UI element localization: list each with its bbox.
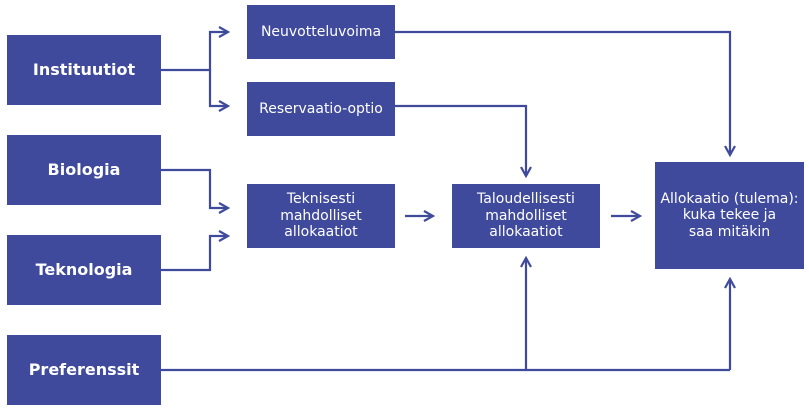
reservaatio-optio-box-bg xyxy=(247,82,395,136)
allokaatio-line-1: Allokaatio (tulema): xyxy=(660,190,799,207)
reservaatio-optio-box: Reservaatio-optio xyxy=(247,82,395,136)
neuvotteluvoima-box-bg xyxy=(247,5,395,59)
connector-layer xyxy=(161,30,730,372)
neuvotteluvoima-label: Neuvotteluvoima xyxy=(260,23,382,40)
teknisesti-mahdolliset-box: Teknisesti mahdolliset allokaatiot xyxy=(247,184,395,248)
taloudellisesti-line-3: allokaatiot xyxy=(489,224,563,241)
instituutiot-box-bg xyxy=(7,35,161,105)
arrow-neuvotteluvoima-allokaatio xyxy=(395,30,730,155)
neuvotteluvoima-box: Neuvotteluvoima xyxy=(247,5,395,59)
reservaatio-optio-label: Reservaatio-optio xyxy=(259,100,383,117)
taloudellisesti-line-2: mahdolliset xyxy=(485,207,567,224)
allokaatio-line-2: kuka tekee ja xyxy=(682,207,777,224)
teknologia-box: Teknologia xyxy=(7,235,161,305)
arrow-reservaatio-taloudellisesti xyxy=(395,104,526,176)
preferenssit-label: Preferenssit xyxy=(28,359,140,379)
biologia-box: Biologia xyxy=(7,135,161,205)
teknologia-box-bg xyxy=(7,235,161,305)
preferenssit-box-bg xyxy=(7,335,161,405)
arrow-teknologia-teknisesti xyxy=(161,236,228,272)
arrow-instituutiot-reservaatio xyxy=(208,70,228,106)
biologia-box-bg xyxy=(7,135,161,205)
instituutiot-label: Instituutiot xyxy=(32,59,136,79)
teknologia-label: Teknologia xyxy=(35,259,133,279)
arrow-instituutiot-neuvotteluvoima xyxy=(161,32,228,72)
taloudellisesti-mahdolliset-box: Taloudellisesti mahdolliset allokaatiot xyxy=(452,184,600,248)
teknisesti-line-2: mahdolliset xyxy=(280,207,362,224)
teknisesti-line-3: allokaatiot xyxy=(284,224,358,241)
teknisesti-box-bg xyxy=(247,184,395,248)
instituutiot-box: Instituutiot xyxy=(7,35,161,105)
allokaatio-box: Allokaatio (tulema): kuka tekee ja saa m… xyxy=(655,162,804,269)
taloudellisesti-box-bg xyxy=(452,184,600,248)
allokaatio-box-bg xyxy=(655,162,804,269)
preferenssit-box: Preferenssit xyxy=(7,335,161,405)
taloudellisesti-line-1: Taloudellisesti xyxy=(477,191,575,208)
biologia-label: Biologia xyxy=(47,159,121,179)
box-layer xyxy=(7,5,804,405)
arrow-biologia-teknisesti xyxy=(161,168,228,208)
teknisesti-line-1: Teknisesti xyxy=(286,191,356,208)
allokaatio-line-3: saa mitäkin xyxy=(688,223,771,240)
